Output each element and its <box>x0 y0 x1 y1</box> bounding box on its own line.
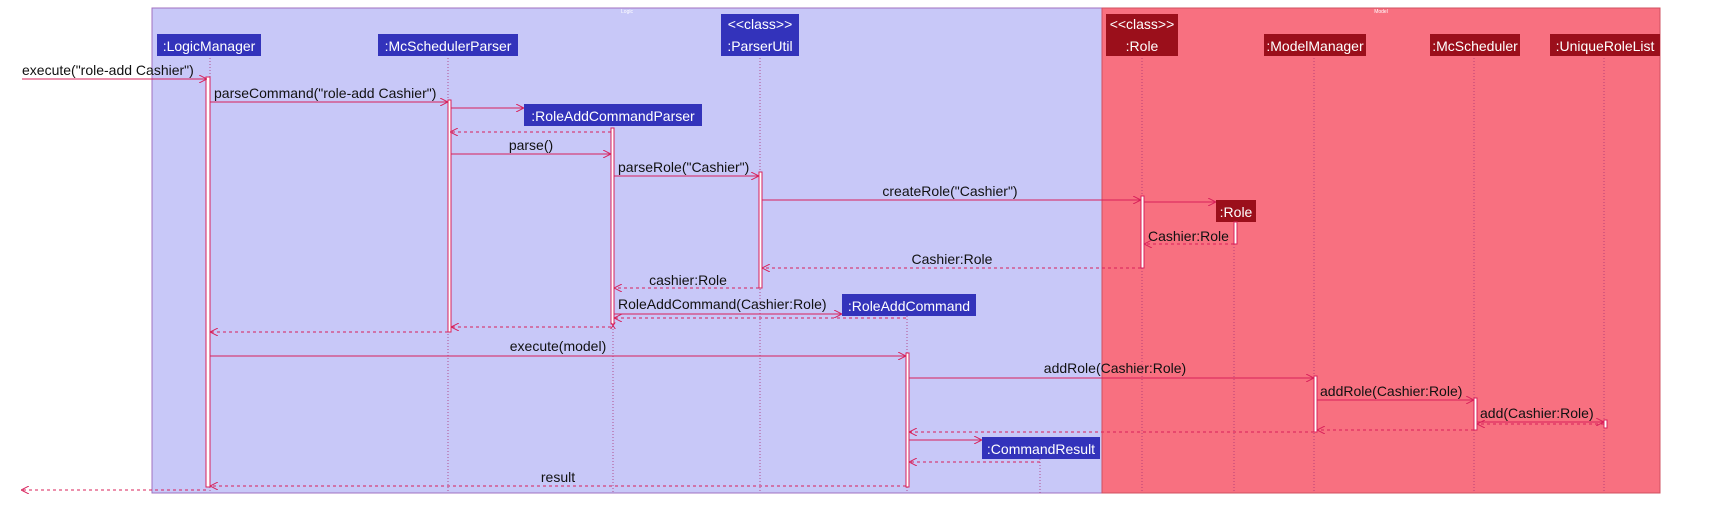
participant-parser-util-label: :ParserUtil <box>727 38 792 54</box>
participant-mc-scheduler-parser <box>378 34 518 56</box>
return-messages <box>22 132 1604 490</box>
label-m11: addRole(Cashier:Role) <box>1044 360 1186 376</box>
label-m2: parseCommand("role-add Cashier") <box>214 85 436 101</box>
activation-mc-scheduler-parser <box>447 99 452 333</box>
participant-role-add-command-parser-label: :RoleAddCommandParser <box>531 108 695 124</box>
participant-role-add-command-parser <box>524 104 702 126</box>
participant-role-object-label: :Role <box>1220 204 1253 220</box>
participant-parser-util <box>721 14 799 56</box>
destroy-mark: x <box>610 318 616 332</box>
logic-frame-label: Logic <box>621 9 633 15</box>
label-m5: createRole("Cashier") <box>882 183 1017 199</box>
participant-model-manager <box>1264 34 1366 56</box>
label-m3: parse() <box>509 137 553 153</box>
participant-role-class-label: :Role <box>1126 38 1159 54</box>
activation-parser-util <box>758 171 763 289</box>
model-frame <box>1101 7 1661 494</box>
participant-logic-manager-label: :LogicManager <box>163 38 256 54</box>
activation-bars <box>205 76 1608 488</box>
model-frame-label: Model <box>1374 9 1388 15</box>
participant-mc-scheduler-label: :McScheduler <box>1432 38 1518 54</box>
activation-role-object <box>1233 221 1238 245</box>
participant-role-class-stereotype: <<class>> <box>1110 16 1175 32</box>
label-m14: result <box>541 469 575 485</box>
label-m6: Cashier:Role <box>1148 228 1229 244</box>
participant-command-result-label: :CommandResult <box>987 441 1095 457</box>
activation-role-class <box>1140 195 1145 269</box>
participant-role-class <box>1106 14 1178 56</box>
activation-unique-role-list <box>1603 419 1608 429</box>
label-m1: execute("role-add Cashier") <box>22 62 194 78</box>
activation-logic-manager <box>205 76 211 488</box>
message-labels: execute("role-add Cashier") parseCommand… <box>22 62 1594 485</box>
label-m12: addRole(Cashier:Role) <box>1320 383 1462 399</box>
participant-role-object <box>1216 200 1256 222</box>
participant-command-result <box>982 437 1100 459</box>
label-m13: add(Cashier:Role) <box>1480 405 1594 421</box>
logic-frame <box>151 7 1103 494</box>
label-m10: execute(model) <box>510 338 607 354</box>
participant-unique-role-list-label: :UniqueRoleList <box>1556 38 1655 54</box>
label-m8: cashier:Role <box>649 272 727 288</box>
participant-parser-util-stereotype: <<class>> <box>728 16 793 32</box>
participant-logic-manager <box>157 34 261 56</box>
label-m9: RoleAddCommand(Cashier:Role) <box>618 296 827 312</box>
participant-mc-scheduler-parser-label: :McSchedulerParser <box>385 38 512 54</box>
participant-unique-role-list <box>1550 34 1660 56</box>
label-m7: Cashier:Role <box>912 251 993 267</box>
participant-model-manager-label: :ModelManager <box>1266 38 1364 54</box>
participant-role-add-command <box>842 294 976 316</box>
activation-role-add-command-parser <box>610 127 615 325</box>
sync-messages <box>22 79 1603 440</box>
activation-role-add-command <box>905 352 910 488</box>
label-m4: parseRole("Cashier") <box>618 159 749 175</box>
participant-mc-scheduler <box>1430 34 1520 56</box>
activation-model-manager <box>1313 375 1318 433</box>
participant-role-add-command-label: :RoleAddCommand <box>848 298 970 314</box>
activation-mc-scheduler <box>1473 397 1478 431</box>
